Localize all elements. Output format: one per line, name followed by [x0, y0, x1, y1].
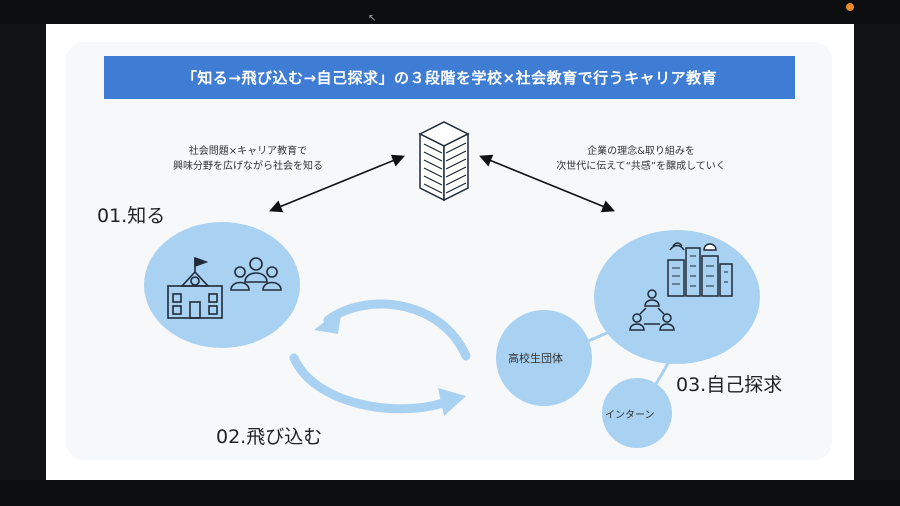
cycle-arrowhead-upper — [314, 308, 342, 334]
left-caption: 社会問題×キャリア教育で 興味分野を広げながら社会を知る — [158, 144, 338, 174]
slide-title: 「知る→飛び込む→自己探求」の３段階を学校×社会教育で行うキャリア教育 — [104, 56, 795, 99]
right-double-arrow — [479, 154, 615, 213]
building-icon — [418, 121, 470, 202]
city-icon — [667, 242, 733, 297]
diagram-graphics — [167, 121, 733, 416]
step-2-label: 02.飛び込む — [216, 426, 323, 448]
recording-indicator-icon — [846, 3, 854, 11]
network-people-icon — [629, 289, 675, 331]
student-group-label: 高校生団体 — [508, 352, 563, 365]
self-exploration-circle — [594, 230, 760, 364]
know-circle — [144, 222, 300, 348]
school-icon — [167, 256, 223, 319]
connector-group-to-self — [585, 320, 633, 344]
right-caption: 企業の理念&取り組みを 次世代に伝えて“共感”を醸成していく — [541, 144, 741, 174]
step-1-label: 01.知る — [97, 205, 166, 227]
bottom-bar — [0, 480, 900, 506]
internship-circle — [602, 378, 672, 448]
cycle-arrow-lower — [289, 353, 451, 414]
top-bar: ↖ — [0, 0, 900, 24]
left-double-arrow — [269, 154, 405, 213]
right-caption-line-1: 企業の理念&取り組みを — [587, 146, 695, 157]
connector-self-to-intern — [654, 359, 672, 385]
student-group-circle — [496, 310, 592, 406]
mouse-cursor-icon: ↖ — [368, 13, 377, 24]
left-caption-line-2: 興味分野を広げながら社会を知る — [173, 161, 323, 172]
cycle-arrow-upper — [323, 299, 471, 361]
cycle-arrowhead-lower — [438, 388, 466, 416]
people-icon — [230, 257, 282, 291]
slide: 「知る→飛び込む→自己探求」の３段階を学校×社会教育で行うキャリア教育 社会問題… — [46, 24, 854, 480]
left-caption-line-1: 社会問題×キャリア教育で — [188, 146, 308, 157]
right-caption-line-2: 次世代に伝えて“共感”を醸成していく — [556, 161, 726, 172]
step-3-label: 03.自己探求 — [676, 374, 783, 396]
internship-label: インターン — [605, 410, 655, 421]
